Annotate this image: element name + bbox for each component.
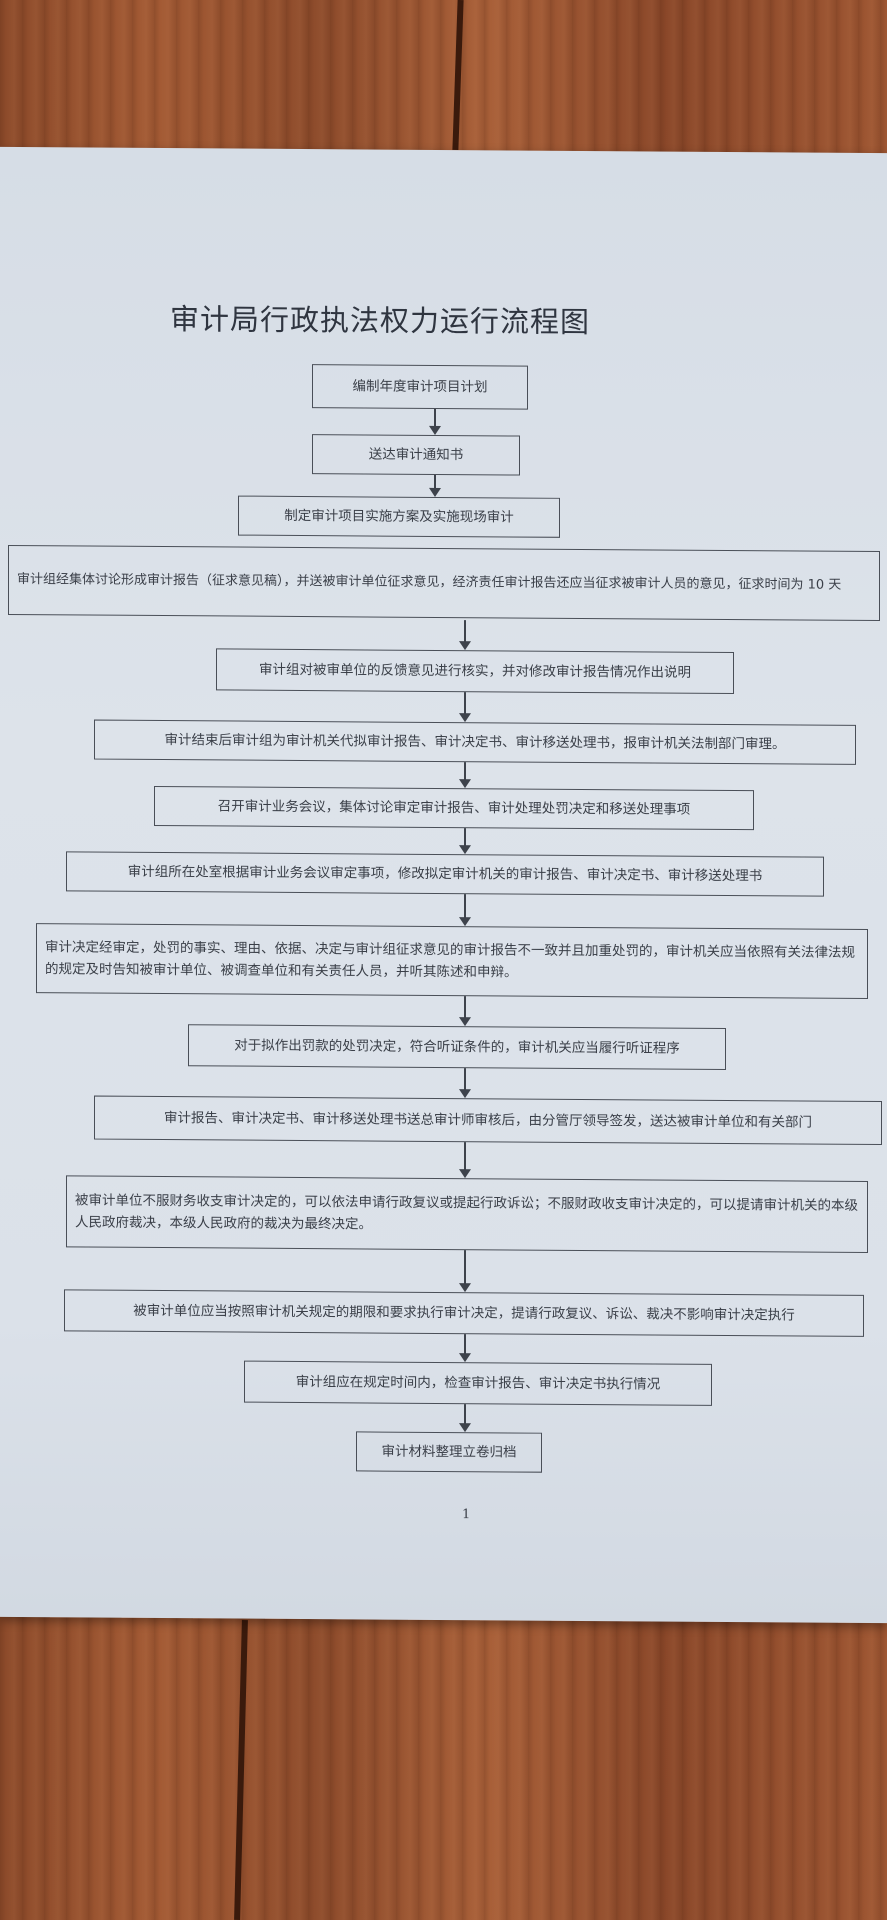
flow-step-3: 制定审计项目实施方案及实施现场审计 xyxy=(238,495,560,538)
flow-arrow-7 xyxy=(464,828,466,853)
flow-step-6: 审计结束后审计组为审计机关代拟审计报告、审计决定书、审计移送处理书，报审计机关法… xyxy=(94,719,856,765)
flow-step-13: 被审计单位应当按照审计机关规定的期限和要求执行审计决定，提请行政复议、诉讼、裁决… xyxy=(64,1289,864,1337)
flow-step-14: 审计组应在规定时间内，检查审计报告、审计决定书执行情况 xyxy=(244,1360,712,1406)
flow-arrow-8 xyxy=(464,894,466,925)
paper-sheet: 审计局行政执法权力运行流程图 编制年度审计项目计划 送达审计通知书 制定审计项目… xyxy=(0,146,887,1624)
flow-arrow-6 xyxy=(464,762,466,787)
flow-step-7: 召开审计业务会议，集体讨论审定审计报告、审计处理处罚决定和移送处理事项 xyxy=(154,785,754,831)
flow-step-2: 送达审计通知书 xyxy=(312,434,520,476)
flow-step-15: 审计材料整理立卷归档 xyxy=(356,1431,542,1473)
flow-step-8: 审计组所在处室根据审计业务会议审定事项，修改拟定审计机关的审计报告、审计决定书、… xyxy=(66,851,824,897)
page-number: 1 xyxy=(462,1507,471,1523)
flow-arrow-5 xyxy=(464,692,466,721)
flow-arrow-1 xyxy=(434,408,436,433)
flow-step-10: 对于拟作出罚款的处罚决定，符合听证条件的，审计机关应当履行听证程序 xyxy=(188,1024,726,1070)
flow-step-1: 编制年度审计项目计划 xyxy=(312,364,528,410)
flow-step-12: 被审计单位不服财务收支审计决定的，可以依法申请行政复议或提起行政诉讼；不服财政收… xyxy=(66,1175,868,1253)
flow-step-11: 审计报告、审计决定书、审计移送处理书送总审计师审核后，由分管厅领导签发，送达被审… xyxy=(94,1095,882,1146)
flow-arrow-2 xyxy=(434,474,436,495)
flow-arrow-13 xyxy=(464,1334,466,1361)
flow-arrow-14 xyxy=(464,1404,466,1431)
flow-arrow-9 xyxy=(464,996,466,1025)
flow-arrow-12 xyxy=(464,1250,466,1291)
flow-arrow-4 xyxy=(464,620,466,649)
document-title: 审计局行政执法权力运行流程图 xyxy=(170,302,591,340)
flow-step-5: 审计组对被审单位的反馈意见进行核实，并对修改审计报告情况作出说明 xyxy=(216,648,734,695)
flow-step-4: 审计组经集体讨论形成审计报告（征求意见稿），并送被审计单位征求意见，经济责任审计… xyxy=(8,544,880,622)
flow-step-9: 审计决定经审定，处罚的事实、理由、依据、决定与审计组征求意见的审计报告不一致并且… xyxy=(36,923,868,999)
flow-arrow-11 xyxy=(464,1142,466,1177)
flow-arrow-10 xyxy=(464,1068,466,1097)
